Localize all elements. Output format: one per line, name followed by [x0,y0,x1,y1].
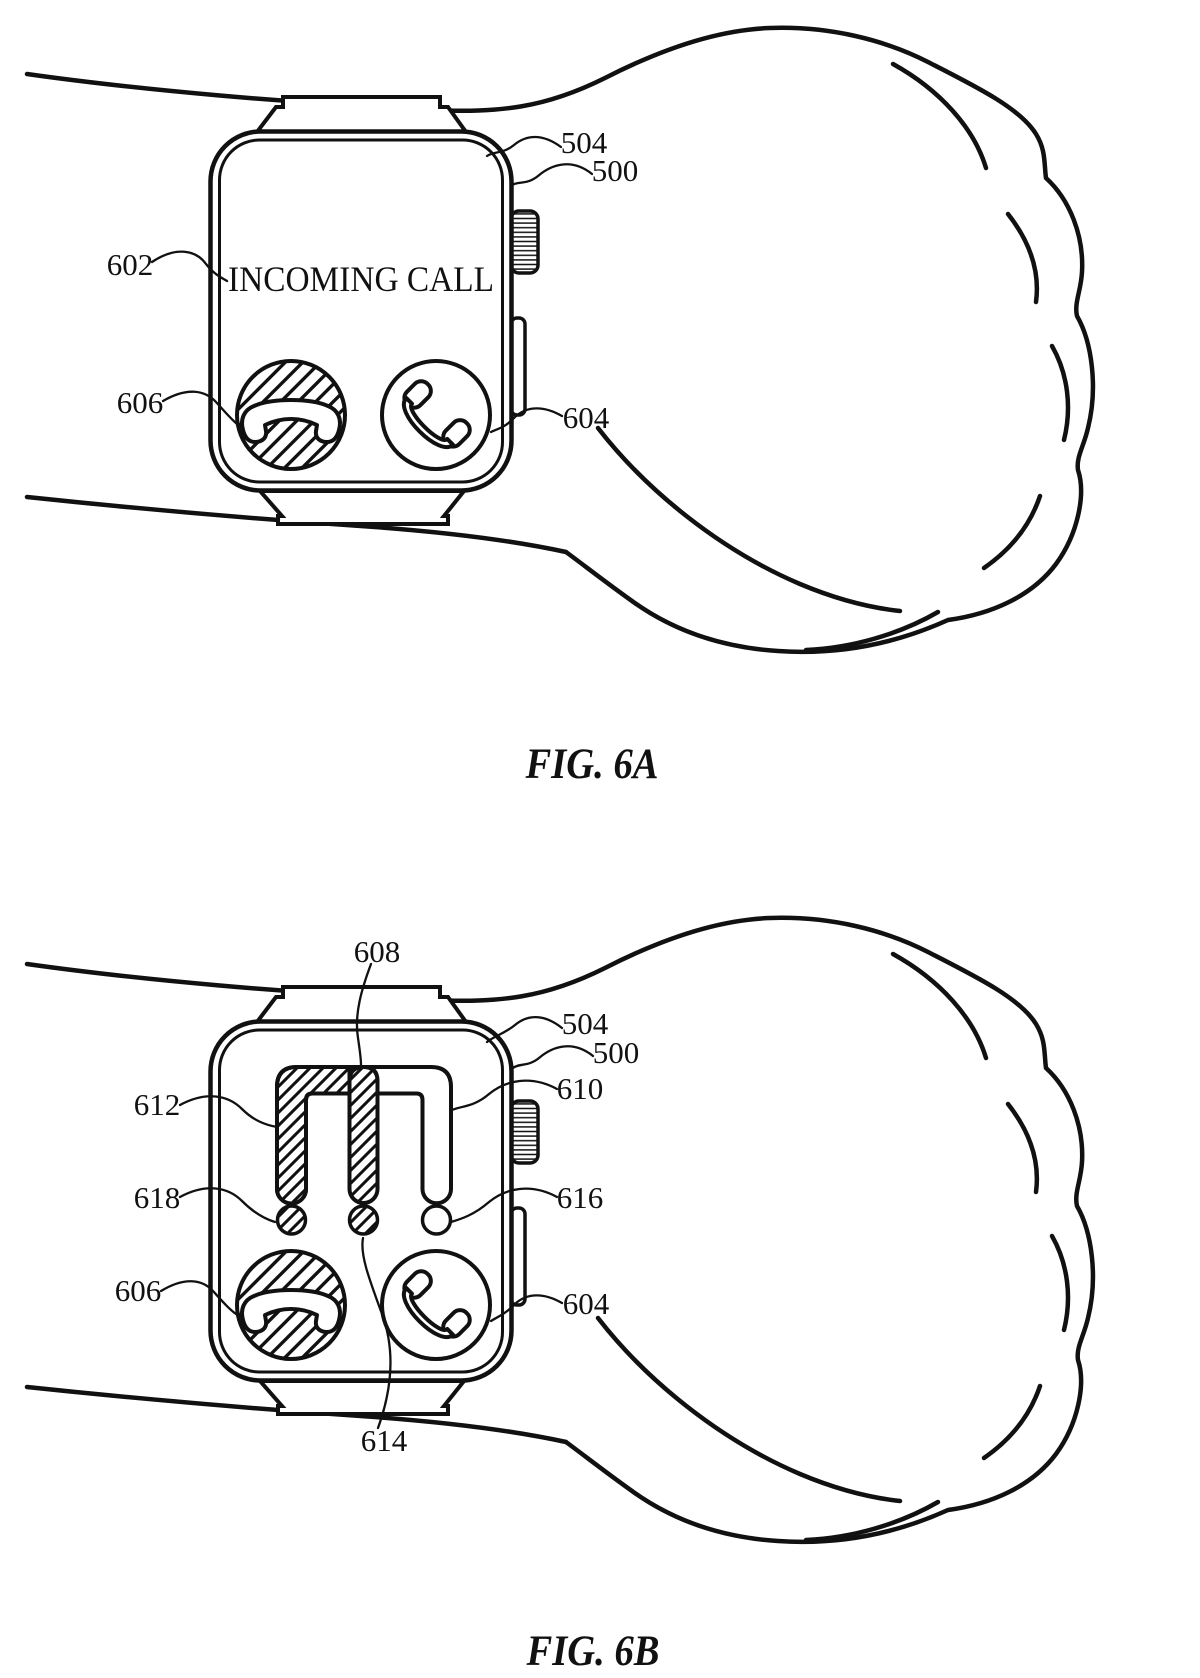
incoming-call-text: INCOMING CALL [228,259,494,299]
slider-dot-left [275,1204,308,1236]
ref-label-500: 500 [592,153,639,188]
leader-line-610 [450,1079,559,1112]
slider-fill-left [275,1065,352,1206]
ref-label-604: 604 [563,1286,610,1321]
ref-label-504: 504 [562,1006,609,1041]
leader-line-616 [449,1187,559,1224]
leader-line-606 [159,1280,238,1316]
ref-label-606: 606 [117,385,164,420]
ref-label-618: 618 [134,1180,181,1215]
ref-label-602: 602 [107,247,154,282]
leader-line-618 [178,1187,277,1224]
slider-dot-middle [347,1204,380,1236]
leader-line-614 [361,1236,392,1430]
ref-label-606: 606 [115,1273,162,1308]
ref-label-608: 608 [354,934,401,969]
ref-label-616: 616 [557,1180,604,1215]
ref-label-504: 504 [561,125,608,160]
leader-line-500 [511,1045,595,1070]
figure-caption-6b: FIG. 6B [526,1628,660,1675]
leader-line-608 [355,962,373,1067]
leader-line-612 [178,1095,279,1129]
figure-6b: 608 504 500 610 612 618 616 606 604 614 … [27,918,1093,1675]
slider-fill-middle [347,1064,380,1205]
ref-label-610: 610 [557,1071,604,1106]
ref-label-612: 612 [134,1087,181,1122]
leader-line-606 [161,390,239,426]
volume-slider [275,1064,453,1236]
leader-line-602 [150,250,229,283]
figure-6a: INCOMING CALL 504 500 602 606 604 FIG. 6… [27,28,1093,788]
ref-label-614: 614 [361,1423,408,1458]
slider-dot-right [420,1204,453,1236]
ref-label-500: 500 [593,1035,640,1070]
leader-line-604 [489,1294,564,1323]
leader-line-504 [485,135,563,158]
leader-line-504 [485,1015,564,1044]
leader-line-604 [489,407,564,434]
leader-line-500 [510,163,594,187]
ref-label-604: 604 [563,400,610,435]
figure-caption-6a: FIG. 6A [525,741,659,788]
